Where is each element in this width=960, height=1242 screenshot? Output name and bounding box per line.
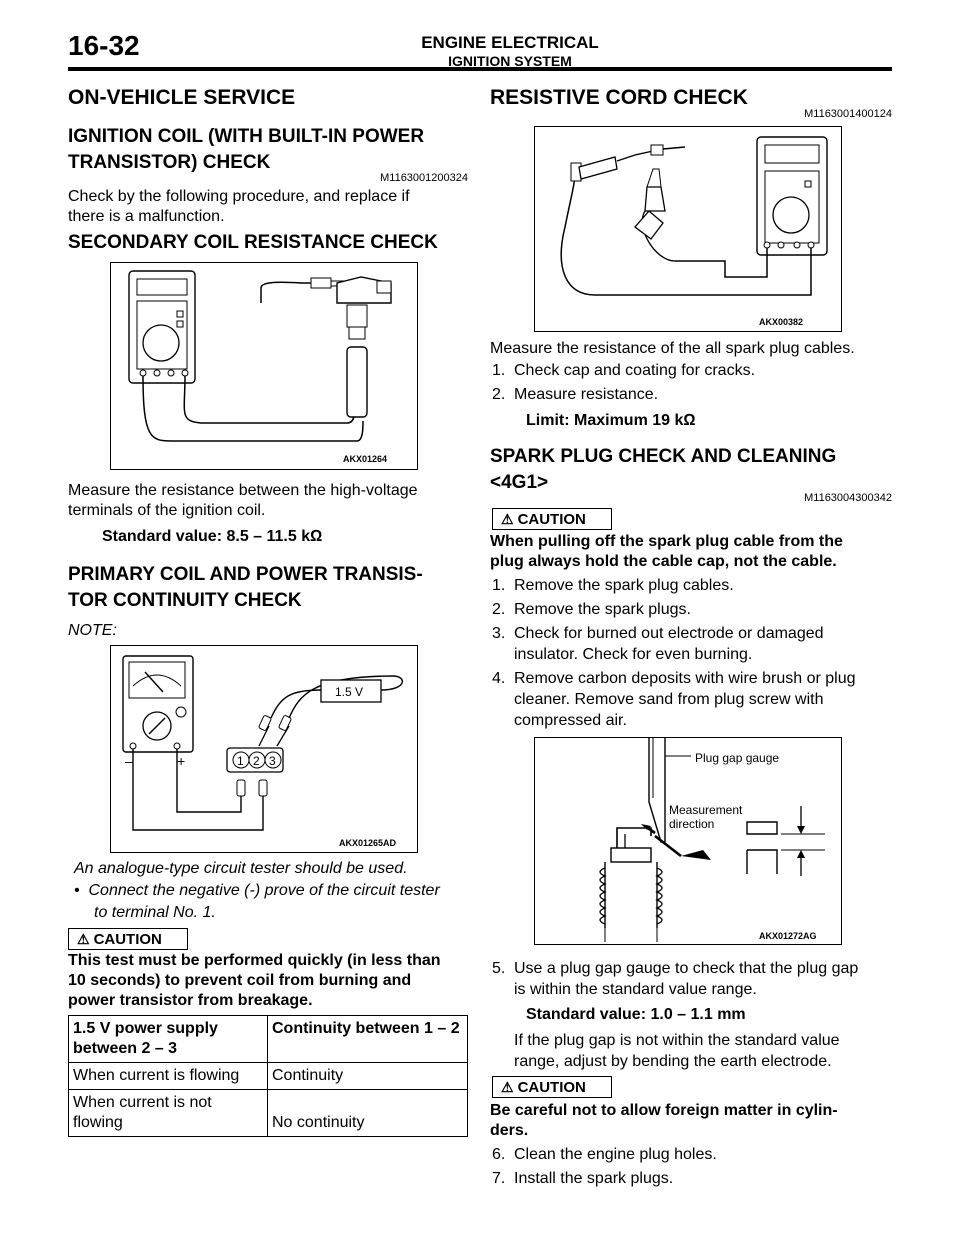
table-cell: No continuity: [267, 1089, 468, 1137]
plug-step-2: 2.Remove the spark plugs.: [492, 601, 691, 618]
caution-text-2: 10 seconds) to prevent coil from burning…: [68, 972, 412, 989]
section-title: IGNITION SYSTEM: [448, 53, 572, 69]
bullet-icon: •: [74, 882, 89, 899]
caution-label: CAUTION: [517, 1079, 586, 1096]
supply-voltage-label: 1.5 V: [335, 685, 363, 699]
bullet-text-1: Connect the negative (-) prove of the ci…: [88, 882, 440, 899]
caution-2-text-2: ders.: [490, 1122, 529, 1139]
primary-check-heading-line1: PRIMARY COIL AND POWER TRANSIS-: [68, 564, 423, 585]
table-cell: When current is not flowing: [68, 1089, 268, 1137]
warning-triangle-icon: ⚠: [501, 511, 514, 527]
cord-multimeter-illustration: AKX00382: [560, 136, 828, 327]
spark-plug-heading-line1: SPARK PLUG CHECK AND CLEANING: [490, 446, 837, 467]
resistive-cord-heading: RESISTIVE CORD CHECK: [490, 86, 748, 109]
table-row: When current is not flowing No continuit…: [68, 1089, 468, 1137]
page-header: ENGINE ELECTRICAL IGNITION SYSTEM: [300, 33, 720, 71]
plug-caution-text-2: plug always hold the cable cap, not the …: [490, 553, 837, 570]
multimeter-coil-illustration: AKX01264: [128, 270, 392, 464]
plug-gap-figure: Plug gap gauge Measurement direction AKX…: [534, 737, 842, 945]
plug-caution-text-1: When pulling off the spark plug cable fr…: [490, 533, 843, 550]
primary-coil-figure: – + 1 2 3 1.5 V AKX01265AD: [110, 645, 418, 853]
spark-plug-code: M1163004300342: [804, 492, 892, 504]
coil-check-heading-line1: IGNITION COIL (WITH BUILT-IN POWER: [68, 126, 425, 147]
terminal-2-label: 2: [253, 754, 260, 768]
caution-text-3: power transistor from breakage.: [68, 992, 313, 1009]
note-label: NOTE:: [68, 622, 117, 639]
chapter-title: ENGINE ELECTRICAL: [421, 33, 599, 52]
figure-label: AKX00382: [759, 317, 803, 327]
plug-step-7: 7.Install the spark plugs.: [492, 1170, 674, 1187]
note-bullet: • Connect the negative (-) prove of the …: [74, 880, 440, 901]
continuity-table: 1.5 V power supply between 2 – 3 Continu…: [68, 1015, 468, 1137]
measurement-label-2: direction: [669, 817, 714, 831]
terminal-1-label: 1: [237, 754, 244, 768]
cord-text: Measure the resistance of the all spark …: [490, 340, 855, 357]
caution-text-1: This test must be performed quickly (in …: [68, 952, 441, 969]
spark-plug-heading-line2: <4G1>: [490, 472, 549, 493]
plug-step-4-cont-1: cleaner. Remove sand from plug screw wit…: [514, 691, 824, 708]
table-header-cell: Continuity between 1 – 2: [267, 1015, 468, 1063]
coil-check-intro-1: Check by the following procedure, and re…: [68, 188, 410, 205]
plug-step-1: 1.Remove the spark plug cables.: [492, 577, 734, 594]
terminal-3-label: 3: [269, 754, 276, 768]
secondary-coil-figure: AKX01264: [110, 262, 418, 470]
table-header-cell: 1.5 V power supply between 2 – 3: [68, 1015, 268, 1063]
warning-triangle-icon: ⚠: [501, 1079, 514, 1095]
figure-label: AKX01264: [343, 454, 387, 464]
cord-limit-value: Limit: Maximum 19 kΩ: [526, 412, 696, 429]
note-analogue-tester: An analogue-type circuit tester should b…: [74, 860, 408, 877]
secondary-coil-heading: SECONDARY COIL RESISTANCE CHECK: [68, 232, 438, 253]
resistive-cord-code: M1163001400124: [804, 108, 892, 120]
minus-terminal-label: –: [125, 753, 133, 769]
table-header-row: 1.5 V power supply between 2 – 3 Continu…: [68, 1015, 468, 1063]
plug-gap-gauge-label: Plug gap gauge: [695, 751, 779, 765]
caution-box: ⚠CAUTION: [492, 1076, 612, 1098]
secondary-text-2: terminals of the ignition coil.: [68, 502, 266, 519]
plug-step-3: 3.Check for burned out electrode or dama…: [492, 625, 824, 642]
plug-step-6: 6.Clean the engine plug holes.: [492, 1146, 717, 1163]
warning-triangle-icon: ⚠: [77, 931, 90, 947]
figure-label: AKX01265AD: [339, 838, 397, 848]
secondary-standard-value: Standard value: 8.5 – 11.5 kΩ: [102, 528, 323, 545]
plug-gap-note-1: If the plug gap is not within the standa…: [514, 1032, 840, 1049]
bullet-text-2: to terminal No. 1.: [94, 904, 216, 921]
table-row: When current is flowing Continuity: [68, 1062, 468, 1090]
table-cell: Continuity: [267, 1062, 468, 1090]
coil-check-heading-line2: TRANSISTOR) CHECK: [68, 152, 271, 173]
cord-step-1: 1.Check cap and coating for cracks.: [492, 362, 756, 379]
plug-step-3-cont: insulator. Check for even burning.: [514, 646, 753, 663]
measurement-label-1: Measurement: [669, 803, 743, 817]
plug-step-5: 5.Use a plug gap gauge to check that the…: [492, 960, 859, 977]
figure-label: AKX01272AG: [759, 931, 817, 941]
coil-check-intro-2: there is a malfunction.: [68, 208, 225, 225]
page-number: 16-32: [68, 30, 140, 61]
caution-2-text-1: Be careful not to allow foreign matter i…: [490, 1102, 838, 1119]
plug-gap-standard-value: Standard value: 1.0 – 1.1 mm: [526, 1006, 746, 1023]
header-rule: [68, 67, 892, 71]
caution-label: CAUTION: [93, 931, 162, 948]
plug-step-4: 4.Remove carbon deposits with wire brush…: [492, 670, 856, 687]
caution-box: ⚠CAUTION: [68, 928, 188, 950]
analogue-tester-illustration: – + 1 2 3 1.5 V AKX01265AD: [122, 655, 403, 848]
table-cell: When current is flowing: [68, 1062, 268, 1090]
plug-gap-gauge-illustration: Plug gap gauge Measurement direction AKX…: [599, 738, 825, 942]
caution-label: CAUTION: [517, 511, 586, 528]
cord-step-2: 2.Measure resistance.: [492, 386, 659, 403]
plug-gap-note-2: range, adjust by bending the earth elect…: [514, 1053, 832, 1070]
primary-check-heading-line2: TOR CONTINUITY CHECK: [68, 590, 302, 611]
secondary-text-1: Measure the resistance between the high-…: [68, 482, 418, 499]
coil-check-code: M1163001200324: [380, 172, 468, 184]
plug-step-5-cont: is within the standard value range.: [514, 981, 757, 998]
plus-terminal-label: +: [177, 753, 185, 769]
resistive-cord-figure: AKX00382: [534, 126, 842, 332]
on-vehicle-service-heading: ON-VEHICLE SERVICE: [68, 86, 296, 109]
caution-box: ⚠CAUTION: [492, 508, 612, 530]
plug-step-4-cont-2: compressed air.: [514, 712, 627, 729]
